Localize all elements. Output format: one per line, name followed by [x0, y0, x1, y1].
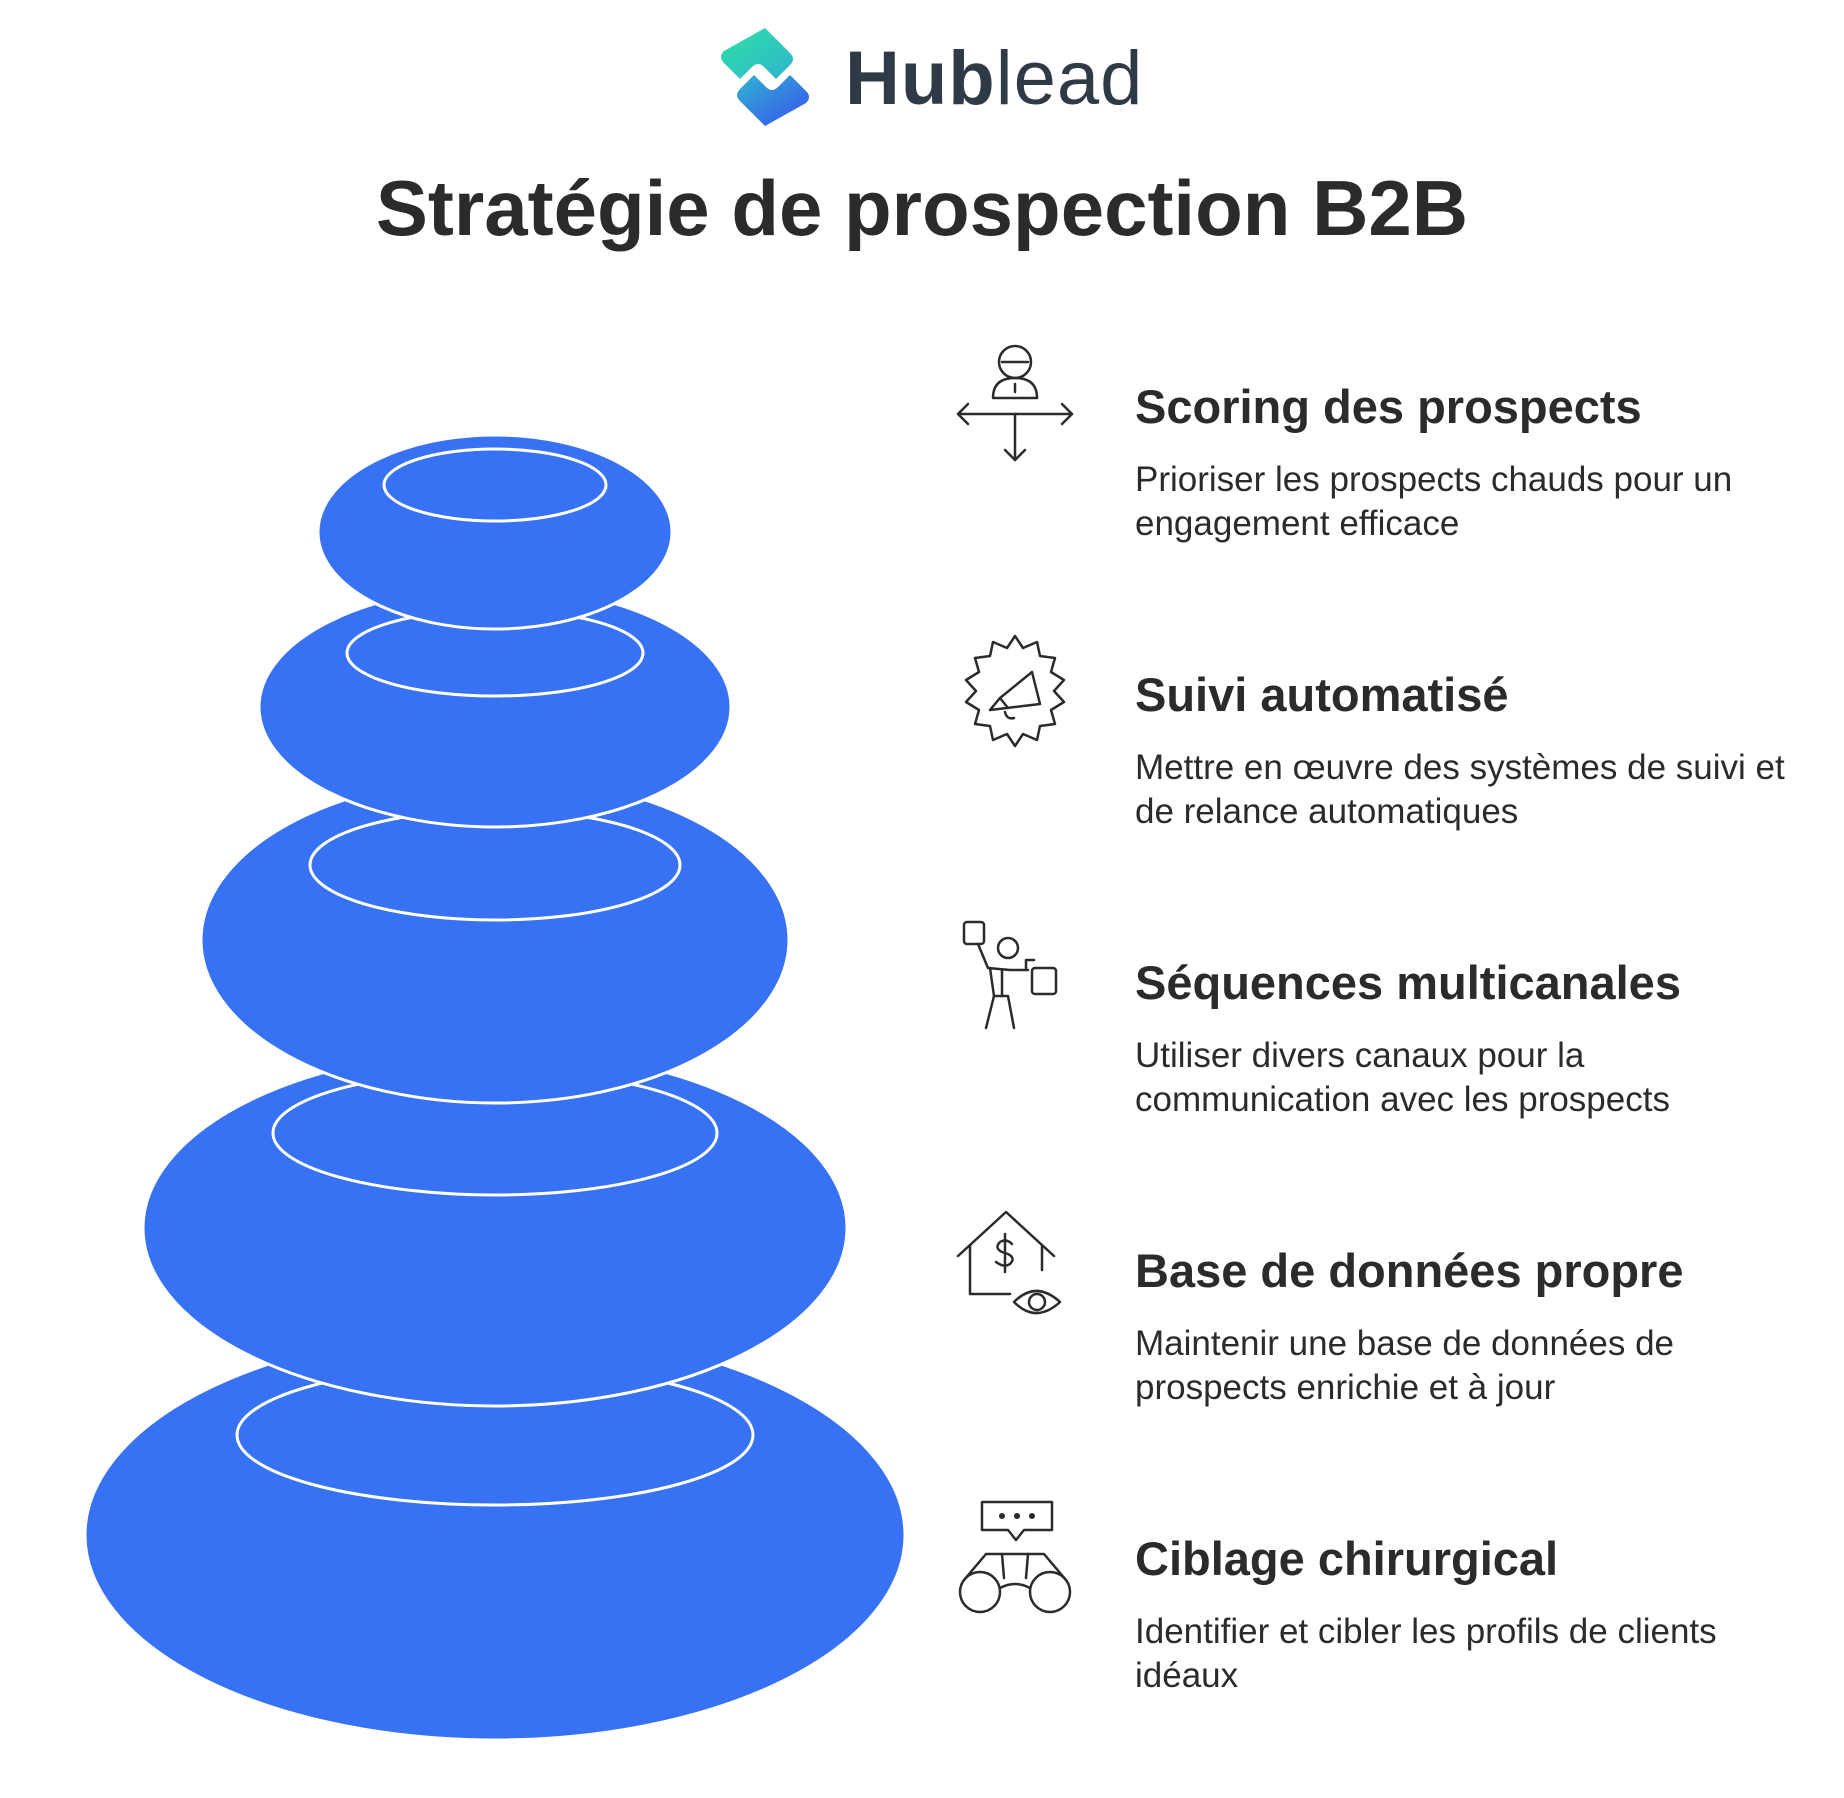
brand-name-part2: lead — [995, 36, 1144, 121]
step-description: Maintenir une base de données de prospec… — [1135, 1324, 1675, 1407]
step-title: Ciblage chirurgical — [1135, 1532, 1559, 1585]
stone-1-ring — [382, 447, 608, 523]
steps-list: Scoring des prospects Prioriser les pros… — [950, 340, 1830, 1760]
step-scoring: Scoring des prospects Prioriser les pros… — [950, 340, 1830, 590]
brand-name-part1: Hub — [845, 36, 996, 121]
step-sequences: Séquences multicanales Utiliser divers c… — [950, 916, 1830, 1166]
step-base-donnees: Base de données propre Maintenir une bas… — [950, 1204, 1830, 1454]
step-description: Mettre en œuvre des systèmes de suivi et… — [1135, 748, 1785, 831]
stone-1 — [316, 433, 674, 631]
brand-name: Hublead — [845, 34, 1143, 124]
step-ciblage: Ciblage chirurgical Identifier et cibler… — [950, 1492, 1830, 1742]
step-title: Suivi automatisé — [1135, 668, 1509, 721]
person-arrows-icon — [956, 344, 1074, 462]
step-title: Séquences multicanales — [1135, 956, 1681, 1009]
step-description: Utiliser divers canaux pour la communica… — [1135, 1036, 1670, 1119]
step-description: Identifier et cibler les profils de clie… — [1135, 1612, 1717, 1695]
stone-stack-diagram — [83, 433, 907, 1742]
house-dollar-eye-icon — [956, 1210, 1062, 1315]
step-title: Scoring des prospects — [1135, 380, 1642, 433]
gear-megaphone-icon — [964, 634, 1066, 748]
person-juggling-channels-icon — [962, 920, 1058, 1030]
step-title: Base de données propre — [1135, 1244, 1684, 1297]
binoculars-chat-icon — [958, 1500, 1072, 1614]
brand-header: Hublead — [0, 14, 1844, 144]
step-description: Prioriser les prospects chauds pour un e… — [1135, 460, 1733, 543]
hublead-logo-icon — [721, 28, 809, 126]
page-title: Stratégie de prospection B2B — [375, 164, 1469, 252]
step-suivi: Suivi automatisé Mettre en œuvre des sys… — [950, 628, 1830, 878]
